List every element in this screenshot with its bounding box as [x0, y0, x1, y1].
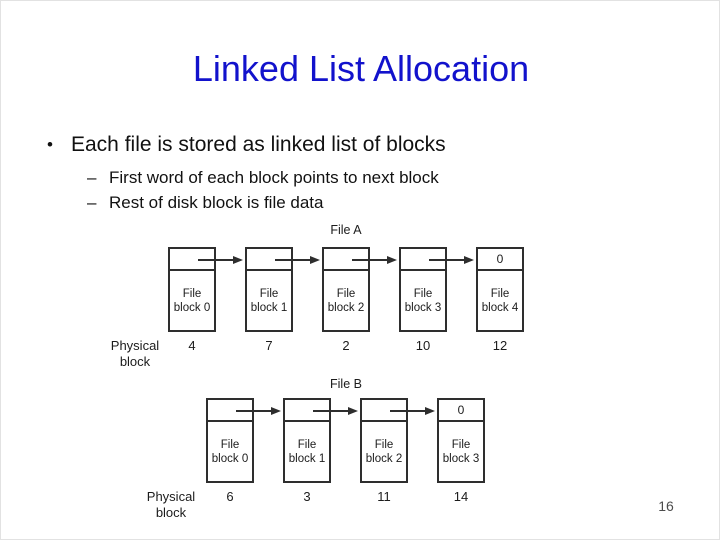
file-block-label: File block 1 [288, 438, 326, 465]
physical-block-number: 12 [492, 338, 508, 353]
bullet-marker: • [47, 135, 53, 154]
file-block: File block 1 [283, 398, 331, 483]
physical-block-number: 11 [377, 489, 391, 504]
file-block-label: File block 1 [250, 287, 288, 314]
pointer-arrow-head [464, 256, 474, 264]
file-block: File block 3 [399, 247, 447, 332]
physical-block-number: 4 [188, 338, 196, 353]
physical-block-number: 14 [453, 489, 469, 504]
dash-marker: – [87, 168, 97, 187]
file-block-label: File block 4 [481, 287, 519, 314]
diagram-file-label: File A [330, 223, 362, 237]
physical-block-number: 10 [415, 338, 431, 353]
diagram-file-label: File B [330, 377, 362, 391]
dash-marker: – [87, 193, 97, 212]
pointer-arrow-head [233, 256, 243, 264]
pointer-cell [285, 400, 329, 422]
sub-bullet-item: –Rest of disk block is file data [87, 192, 323, 214]
pointer-cell [170, 249, 214, 271]
pointer-cell: 0 [439, 400, 483, 422]
file-block: File block 2 [360, 398, 408, 483]
file-block-label: File block 3 [442, 438, 480, 465]
pointer-cell: 0 [478, 249, 522, 271]
pointer-arrow-line [275, 259, 312, 261]
file-block-label: File block 3 [404, 287, 442, 314]
page-number: 16 [658, 498, 674, 514]
file-block-label: File block 2 [327, 287, 365, 314]
pointer-arrow-line [313, 410, 350, 412]
pointer-arrow-head [310, 256, 320, 264]
pointer-arrow-head [271, 407, 281, 415]
file-block: File block 2 [322, 247, 370, 332]
physical-block-caption: Physical block [146, 489, 196, 520]
file-block: File block 0 [206, 398, 254, 483]
physical-block-number: 6 [226, 489, 234, 504]
pointer-arrow-line [429, 259, 466, 261]
pointer-cell [324, 249, 368, 271]
bullet-text: Each file is stored as linked list of bl… [71, 133, 446, 156]
physical-block-number: 7 [265, 338, 273, 353]
pointer-arrow-head [387, 256, 397, 264]
file-block-label: File block 2 [365, 438, 403, 465]
pointer-arrow-head [425, 407, 435, 415]
pointer-cell [208, 400, 252, 422]
pointer-arrow-line [236, 410, 273, 412]
bullet-item: • Each file is stored as linked list of b… [47, 132, 446, 158]
physical-block-number: 3 [303, 489, 311, 504]
file-block-label: File block 0 [173, 287, 211, 314]
sub-bullet-text: First word of each block points to next … [109, 168, 439, 187]
pointer-arrow-line [198, 259, 235, 261]
physical-block-caption: Physical block [110, 338, 160, 369]
sub-bullet-text: Rest of disk block is file data [109, 193, 324, 212]
slide-title: Linked List Allocation [192, 48, 530, 89]
sub-bullet-item: –First word of each block points to next… [87, 167, 439, 189]
file-block: File block 1 [245, 247, 293, 332]
file-block-label: File block 0 [211, 438, 249, 465]
file-block: File block 0 [168, 247, 216, 332]
pointer-arrow-line [352, 259, 389, 261]
pointer-arrow-head [348, 407, 358, 415]
pointer-arrow-line [390, 410, 427, 412]
pointer-cell [401, 249, 445, 271]
pointer-cell [247, 249, 291, 271]
pointer-cell [362, 400, 406, 422]
physical-block-number: 2 [342, 338, 350, 353]
